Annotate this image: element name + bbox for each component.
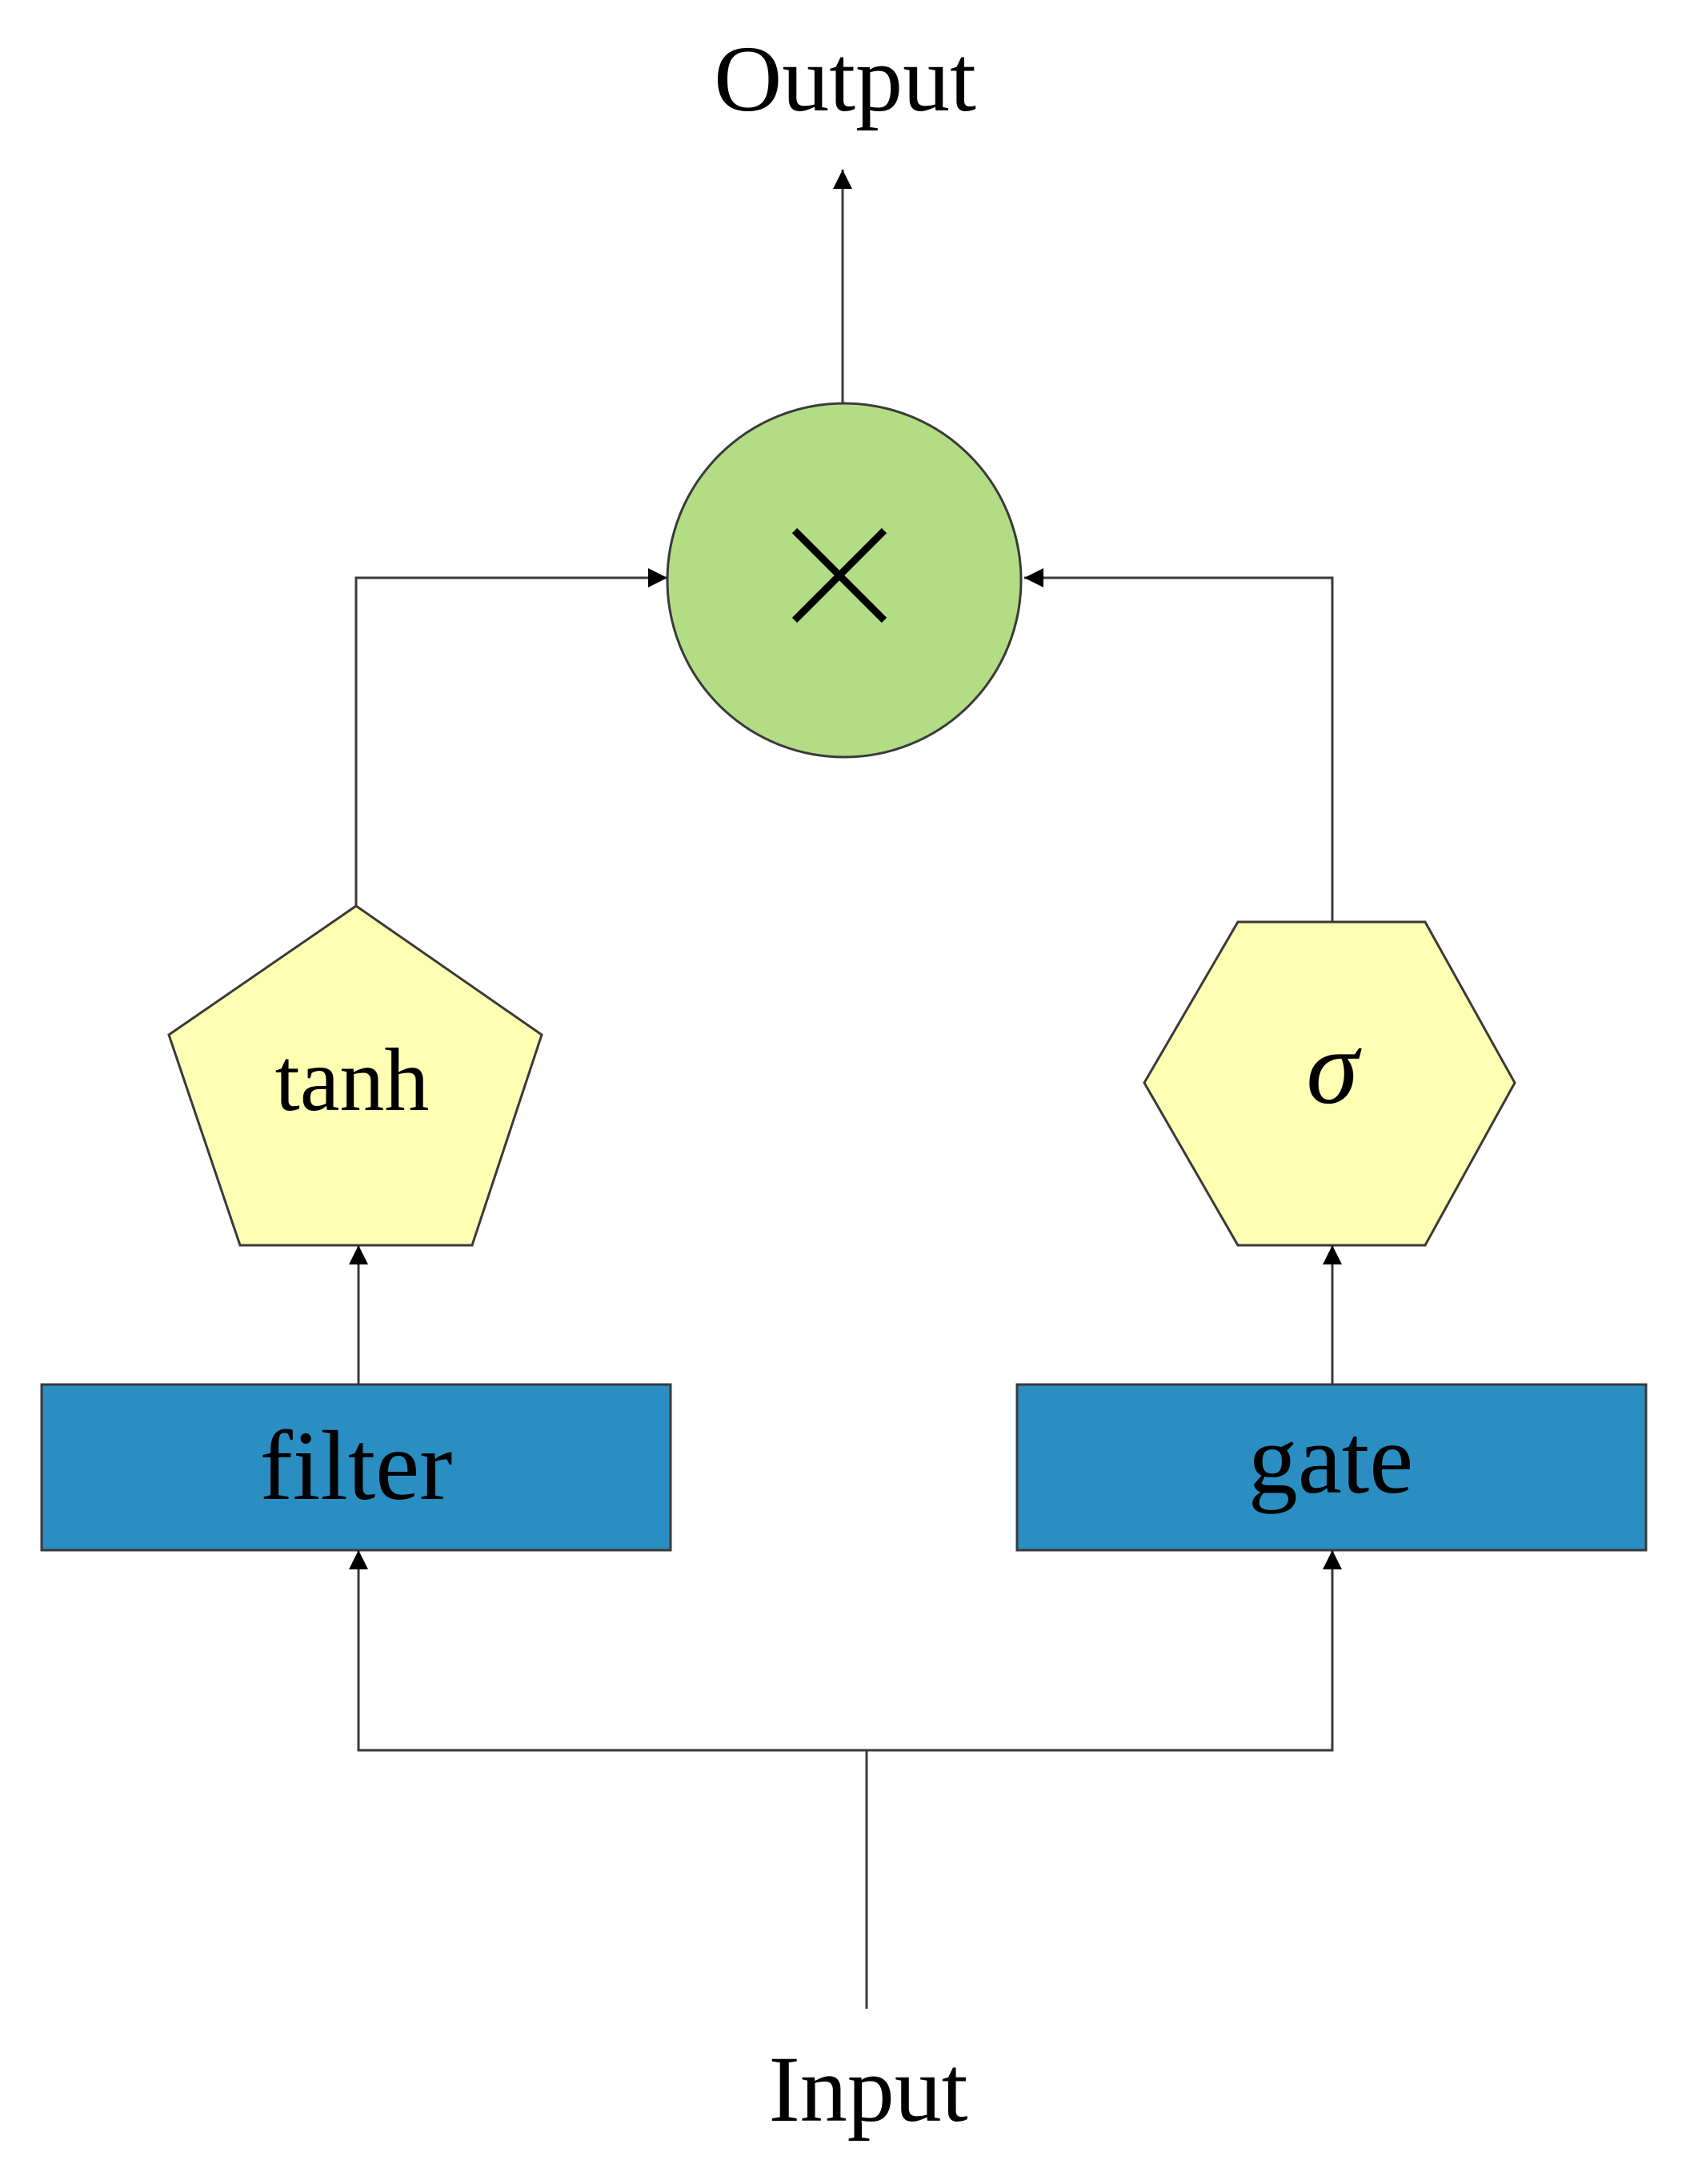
input-to-filter-arrow (349, 1550, 867, 1752)
filter-label: filter (260, 1411, 453, 1521)
tanh-to-multiply-arrow (354, 568, 667, 906)
tanh-node: tanh (167, 904, 543, 1247)
sigma-label: σ (1306, 1008, 1362, 1126)
input-label: Input (768, 2037, 967, 2142)
multiply-icon (791, 527, 887, 623)
input-to-gate-arrow (867, 1550, 1342, 1752)
filter-node: filter (40, 1383, 672, 1552)
output-label: Output (714, 26, 976, 131)
gate-label: gate (1248, 1405, 1414, 1514)
gate-node: gate (1015, 1383, 1648, 1552)
sigma-to-multiply-arrow (1024, 568, 1334, 922)
sigma-hexagon (1143, 920, 1516, 1247)
tanh-label: tanh (275, 1031, 430, 1130)
sigma-node: σ (1143, 920, 1516, 1247)
multiply-node (666, 402, 1023, 759)
